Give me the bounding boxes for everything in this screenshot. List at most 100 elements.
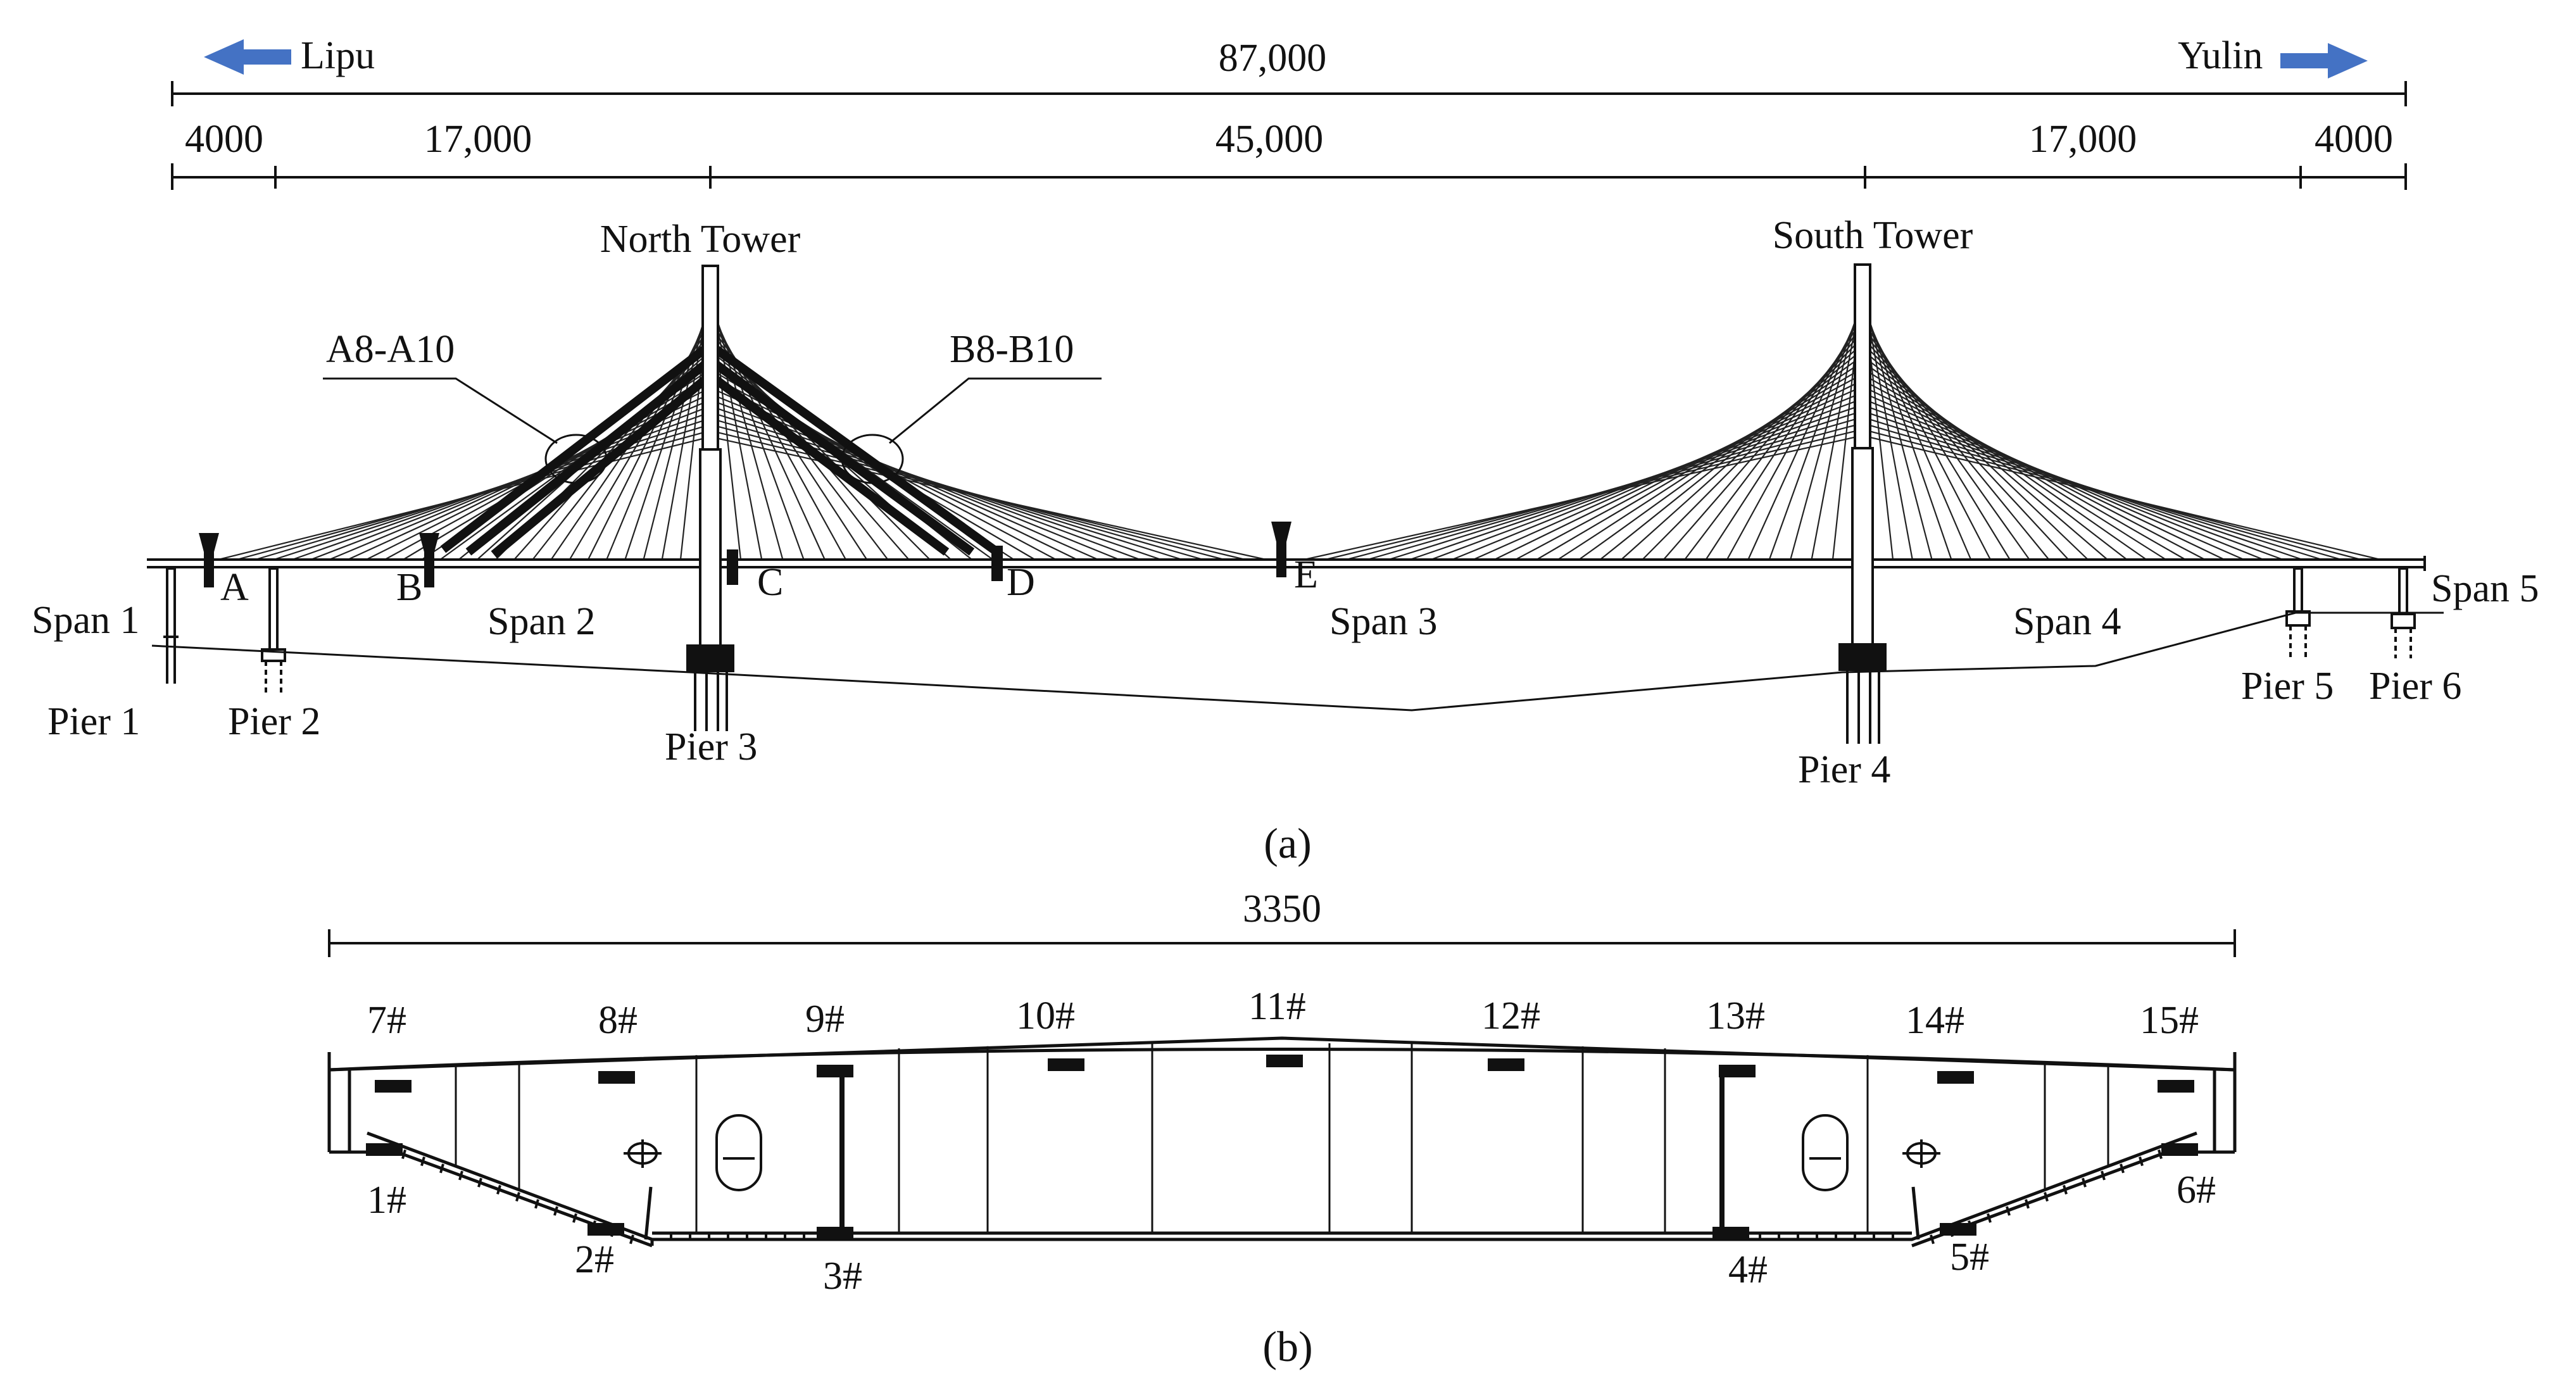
stay-cable — [1747, 306, 1864, 560]
cable-group-b-leader — [889, 377, 1102, 444]
section-width-label: 3350 — [1243, 887, 1321, 931]
stiffener-tick — [2101, 1170, 2106, 1181]
pier-5-label: Pier 5 — [2241, 665, 2334, 708]
sensor-6-label: 6# — [2177, 1169, 2216, 1212]
sensor-14-label: 14# — [1906, 999, 1964, 1042]
caption-b: (b) — [1262, 1322, 1312, 1370]
sensor-15-label: 15# — [2140, 999, 2199, 1042]
north-tower — [686, 265, 734, 731]
pier-3-label: Pier 3 — [665, 725, 757, 768]
dimension-total: 87,000 — [1219, 37, 1327, 80]
stay-cable — [1862, 398, 2264, 561]
access-holes — [624, 1114, 1940, 1191]
stay-cable — [1862, 361, 2147, 560]
stay-cable — [709, 308, 826, 560]
south-tower — [1838, 263, 1887, 744]
cable-group-a-leader — [323, 377, 558, 444]
stiffener-tick — [2139, 1157, 2144, 1167]
sensor-12-pad — [1488, 1058, 1524, 1071]
stay-cable — [1862, 355, 2128, 560]
stay-cable — [710, 380, 1078, 560]
stiffener-tick — [458, 1170, 463, 1181]
cable-group-b-label: B8-B10 — [950, 328, 1074, 371]
sensor-4-label: 4# — [1728, 1248, 1768, 1291]
stay-cable — [1861, 294, 1933, 560]
stay-cable — [1862, 312, 1991, 560]
point-d-label: D — [1007, 561, 1035, 604]
stay-cable — [709, 296, 784, 560]
stiffener-tick — [2044, 1192, 2049, 1202]
total-dimension-line — [171, 81, 2407, 106]
sensor-5-pad — [1940, 1223, 1976, 1236]
stiffener-tick — [2082, 1177, 2087, 1188]
sensor-9-pad — [817, 1065, 853, 1077]
stay-cable — [1431, 398, 1863, 561]
section-width-dimension — [328, 929, 2236, 957]
stay-cable — [1862, 392, 2244, 561]
sensor-8-pad — [598, 1071, 635, 1084]
stay-cable — [1861, 306, 1972, 560]
box-girder-outline — [327, 1036, 2237, 1248]
stay-cable — [1557, 361, 1863, 560]
cable-group-a-marker — [544, 434, 608, 484]
stiffener-tick — [629, 1234, 634, 1245]
stiffener-tick — [2158, 1149, 2163, 1159]
monitoring-points — [199, 522, 1291, 587]
stay-cable — [1515, 373, 1863, 560]
stiffener-tick — [496, 1184, 501, 1194]
pier-4-label: Pier 4 — [1798, 748, 1890, 791]
sensor-10-label: 10# — [1016, 994, 1075, 1038]
span-dimension-line — [171, 163, 2407, 190]
stiffener-tick — [2025, 1199, 2030, 1209]
sensor-4-pad — [1712, 1227, 1749, 1239]
dimension-end-right: 4000 — [2315, 118, 2393, 161]
stay-cable — [1862, 379, 2206, 560]
stay-cable — [1768, 300, 1864, 560]
caption-a: (a) — [1264, 819, 1311, 867]
stay-cable — [1862, 349, 2108, 560]
sensor-2-label: 2# — [575, 1238, 614, 1281]
south-tower-label: South Tower — [1773, 214, 1973, 257]
sensor-7-pad — [375, 1080, 412, 1093]
auxiliary-piers — [163, 567, 2416, 696]
north-tower-label: North Tower — [600, 218, 801, 261]
pier-6-label: Pier 6 — [2369, 665, 2461, 708]
cable-group-a-label: A8-A10 — [326, 328, 455, 371]
dimension-side-left: 17,000 — [424, 118, 532, 161]
cable-group-b-marker — [841, 434, 904, 484]
stay-cable — [624, 301, 712, 560]
sensor-11-label: 11# — [1248, 985, 1306, 1028]
stay-cable — [709, 301, 805, 560]
point-c-label: C — [757, 561, 783, 604]
sensor-1-label: 1# — [367, 1179, 406, 1222]
sensor-1-pad — [366, 1143, 403, 1156]
sensor-9-label: 9# — [805, 998, 845, 1041]
stiffener-tick — [2063, 1184, 2068, 1194]
direction-right-label: Yulin — [2178, 34, 2263, 77]
stay-cables — [218, 282, 2381, 561]
cross-section-view: 3350 — [327, 887, 2237, 1370]
cable-group-a8-a10 — [440, 343, 711, 558]
span-3-label: Span 3 — [1329, 600, 1438, 643]
stiffener-tick — [439, 1163, 444, 1174]
stay-cable — [1726, 312, 1863, 560]
span-2-label: Span 2 — [487, 600, 596, 643]
stay-cable — [1599, 349, 1863, 560]
stiffener-tick — [401, 1149, 406, 1159]
span-1-label: Span 1 — [32, 599, 140, 642]
stay-cable — [1790, 294, 1864, 560]
sensor-6-pad — [2161, 1143, 2198, 1156]
stay-cable — [1452, 392, 1863, 561]
point-e-label: E — [1294, 553, 1318, 596]
stiffener-tick — [2006, 1206, 2011, 1216]
right-arrow-icon — [2280, 43, 2368, 78]
main-webs — [839, 1070, 1725, 1234]
stay-cable — [1862, 373, 2186, 560]
point-b-label: B — [396, 566, 422, 609]
pier-2-label: Pier 2 — [228, 700, 320, 743]
stay-cable — [1862, 343, 2089, 560]
sensor-11-pad — [1266, 1055, 1303, 1067]
stay-cable — [1536, 367, 1863, 560]
stay-cable — [1861, 300, 1952, 560]
